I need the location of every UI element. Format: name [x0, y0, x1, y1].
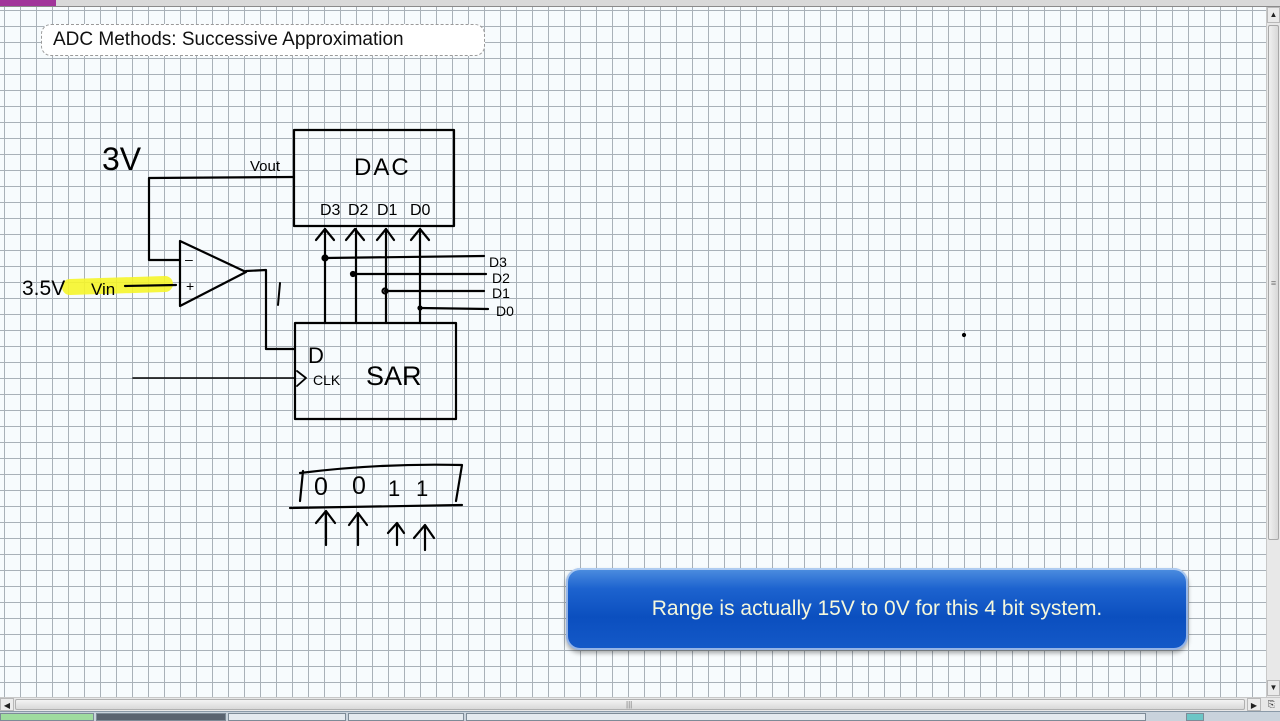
output-d0: D0	[496, 303, 514, 319]
vertical-scroll-thumb[interactable]: ≡	[1268, 25, 1279, 540]
output-d1: D1	[492, 285, 510, 301]
dac-input-d0: D0	[410, 202, 431, 219]
vout-label: Vout	[250, 158, 281, 175]
register-bit-3: 0	[314, 473, 328, 501]
output-one-mark	[277, 282, 281, 306]
dac-voltage-label: 3V	[102, 141, 142, 177]
arrow-d2-icon	[344, 227, 366, 242]
callout-text: Range is actually 15V to 0V for this 4 b…	[651, 597, 1103, 620]
comparator-minus: –	[185, 251, 193, 267]
bit-arrow-0-icon	[412, 523, 436, 552]
scroll-left-button[interactable]: ◀	[0, 698, 14, 711]
note-canvas[interactable]: ADC Methods: Successive Approximation	[0, 7, 1266, 697]
arrow-d1-icon	[375, 227, 396, 242]
vin-label: Vin	[91, 280, 115, 299]
sar-block	[293, 321, 458, 421]
scroll-up-button[interactable]: ▲	[1267, 7, 1280, 23]
active-tab-accent[interactable]	[0, 0, 56, 6]
register-baseline	[288, 503, 464, 510]
comparator-plus: +	[186, 278, 194, 294]
vin-voltage-label: 3.5V	[22, 277, 65, 300]
register-left	[298, 469, 305, 503]
register-top	[298, 463, 464, 503]
arrow-d0-icon	[409, 227, 431, 242]
horizontal-scrollbar[interactable]: ◀ ||| ▶ ⎘	[0, 697, 1280, 711]
dac-title: DAC	[354, 154, 411, 181]
comparator-output-wire	[244, 268, 297, 351]
page-title: ADC Methods: Successive Approximation	[53, 29, 404, 50]
new-page-button[interactable]: ⎘	[1263, 698, 1280, 711]
page-icon: ⎘	[1267, 699, 1276, 709]
register-bit-2: 0	[352, 472, 366, 500]
vertical-scrollbar[interactable]: ▲ ≡ ▼	[1266, 7, 1280, 697]
page-title-box[interactable]: ADC Methods: Successive Approximation	[41, 24, 485, 56]
grip-icon: ≡	[1270, 278, 1277, 288]
dac-input-d1: D1	[377, 202, 398, 219]
handwritten-diagram: 3V Vout DAC D3 D2 D1 D0 3.5V Vin – + D3 …	[22, 128, 967, 552]
callout-annotation[interactable]: Range is actually 15V to 0V for this 4 b…	[566, 568, 1188, 650]
bit-arrow-1-icon	[386, 521, 406, 547]
node-d3	[321, 254, 329, 262]
comparator-icon	[178, 239, 248, 308]
horizontal-scroll-thumb[interactable]: |||	[15, 699, 1245, 710]
vin-wire	[123, 283, 178, 288]
dac-input-d3: D3	[320, 202, 341, 219]
output-d2: D2	[492, 270, 510, 286]
chevron-left-icon: ◀	[3, 701, 11, 710]
stray-dot	[961, 332, 967, 338]
vout-wire	[147, 175, 296, 262]
scroll-right-button[interactable]: ▶	[1247, 698, 1261, 711]
hgrip-icon: |||	[626, 700, 633, 709]
clk-triangle-icon	[296, 370, 307, 387]
node-d1	[381, 287, 389, 295]
scroll-down-button[interactable]: ▼	[1267, 680, 1280, 696]
register-bit-0: 1	[416, 476, 428, 501]
bit-arrow-2-icon	[347, 511, 369, 547]
window-top-bar	[0, 0, 1280, 7]
sar-d-label: D	[308, 343, 324, 368]
tap-d3	[323, 254, 486, 260]
sar-clk-label: CLK	[313, 372, 341, 388]
node-d0	[417, 305, 423, 311]
arrow-d3-icon	[314, 227, 336, 242]
bit-arrow-3-icon	[314, 509, 337, 547]
chevron-up-icon: ▲	[1269, 10, 1278, 19]
register-bit-1: 1	[388, 476, 400, 501]
chevron-right-icon: ▶	[1250, 701, 1258, 710]
chevron-down-icon: ▼	[1269, 683, 1278, 692]
node-d2	[349, 270, 357, 278]
tap-d0	[418, 306, 490, 311]
output-d3: D3	[489, 254, 507, 270]
sar-title: SAR	[366, 361, 422, 391]
dac-input-d2: D2	[348, 202, 369, 219]
